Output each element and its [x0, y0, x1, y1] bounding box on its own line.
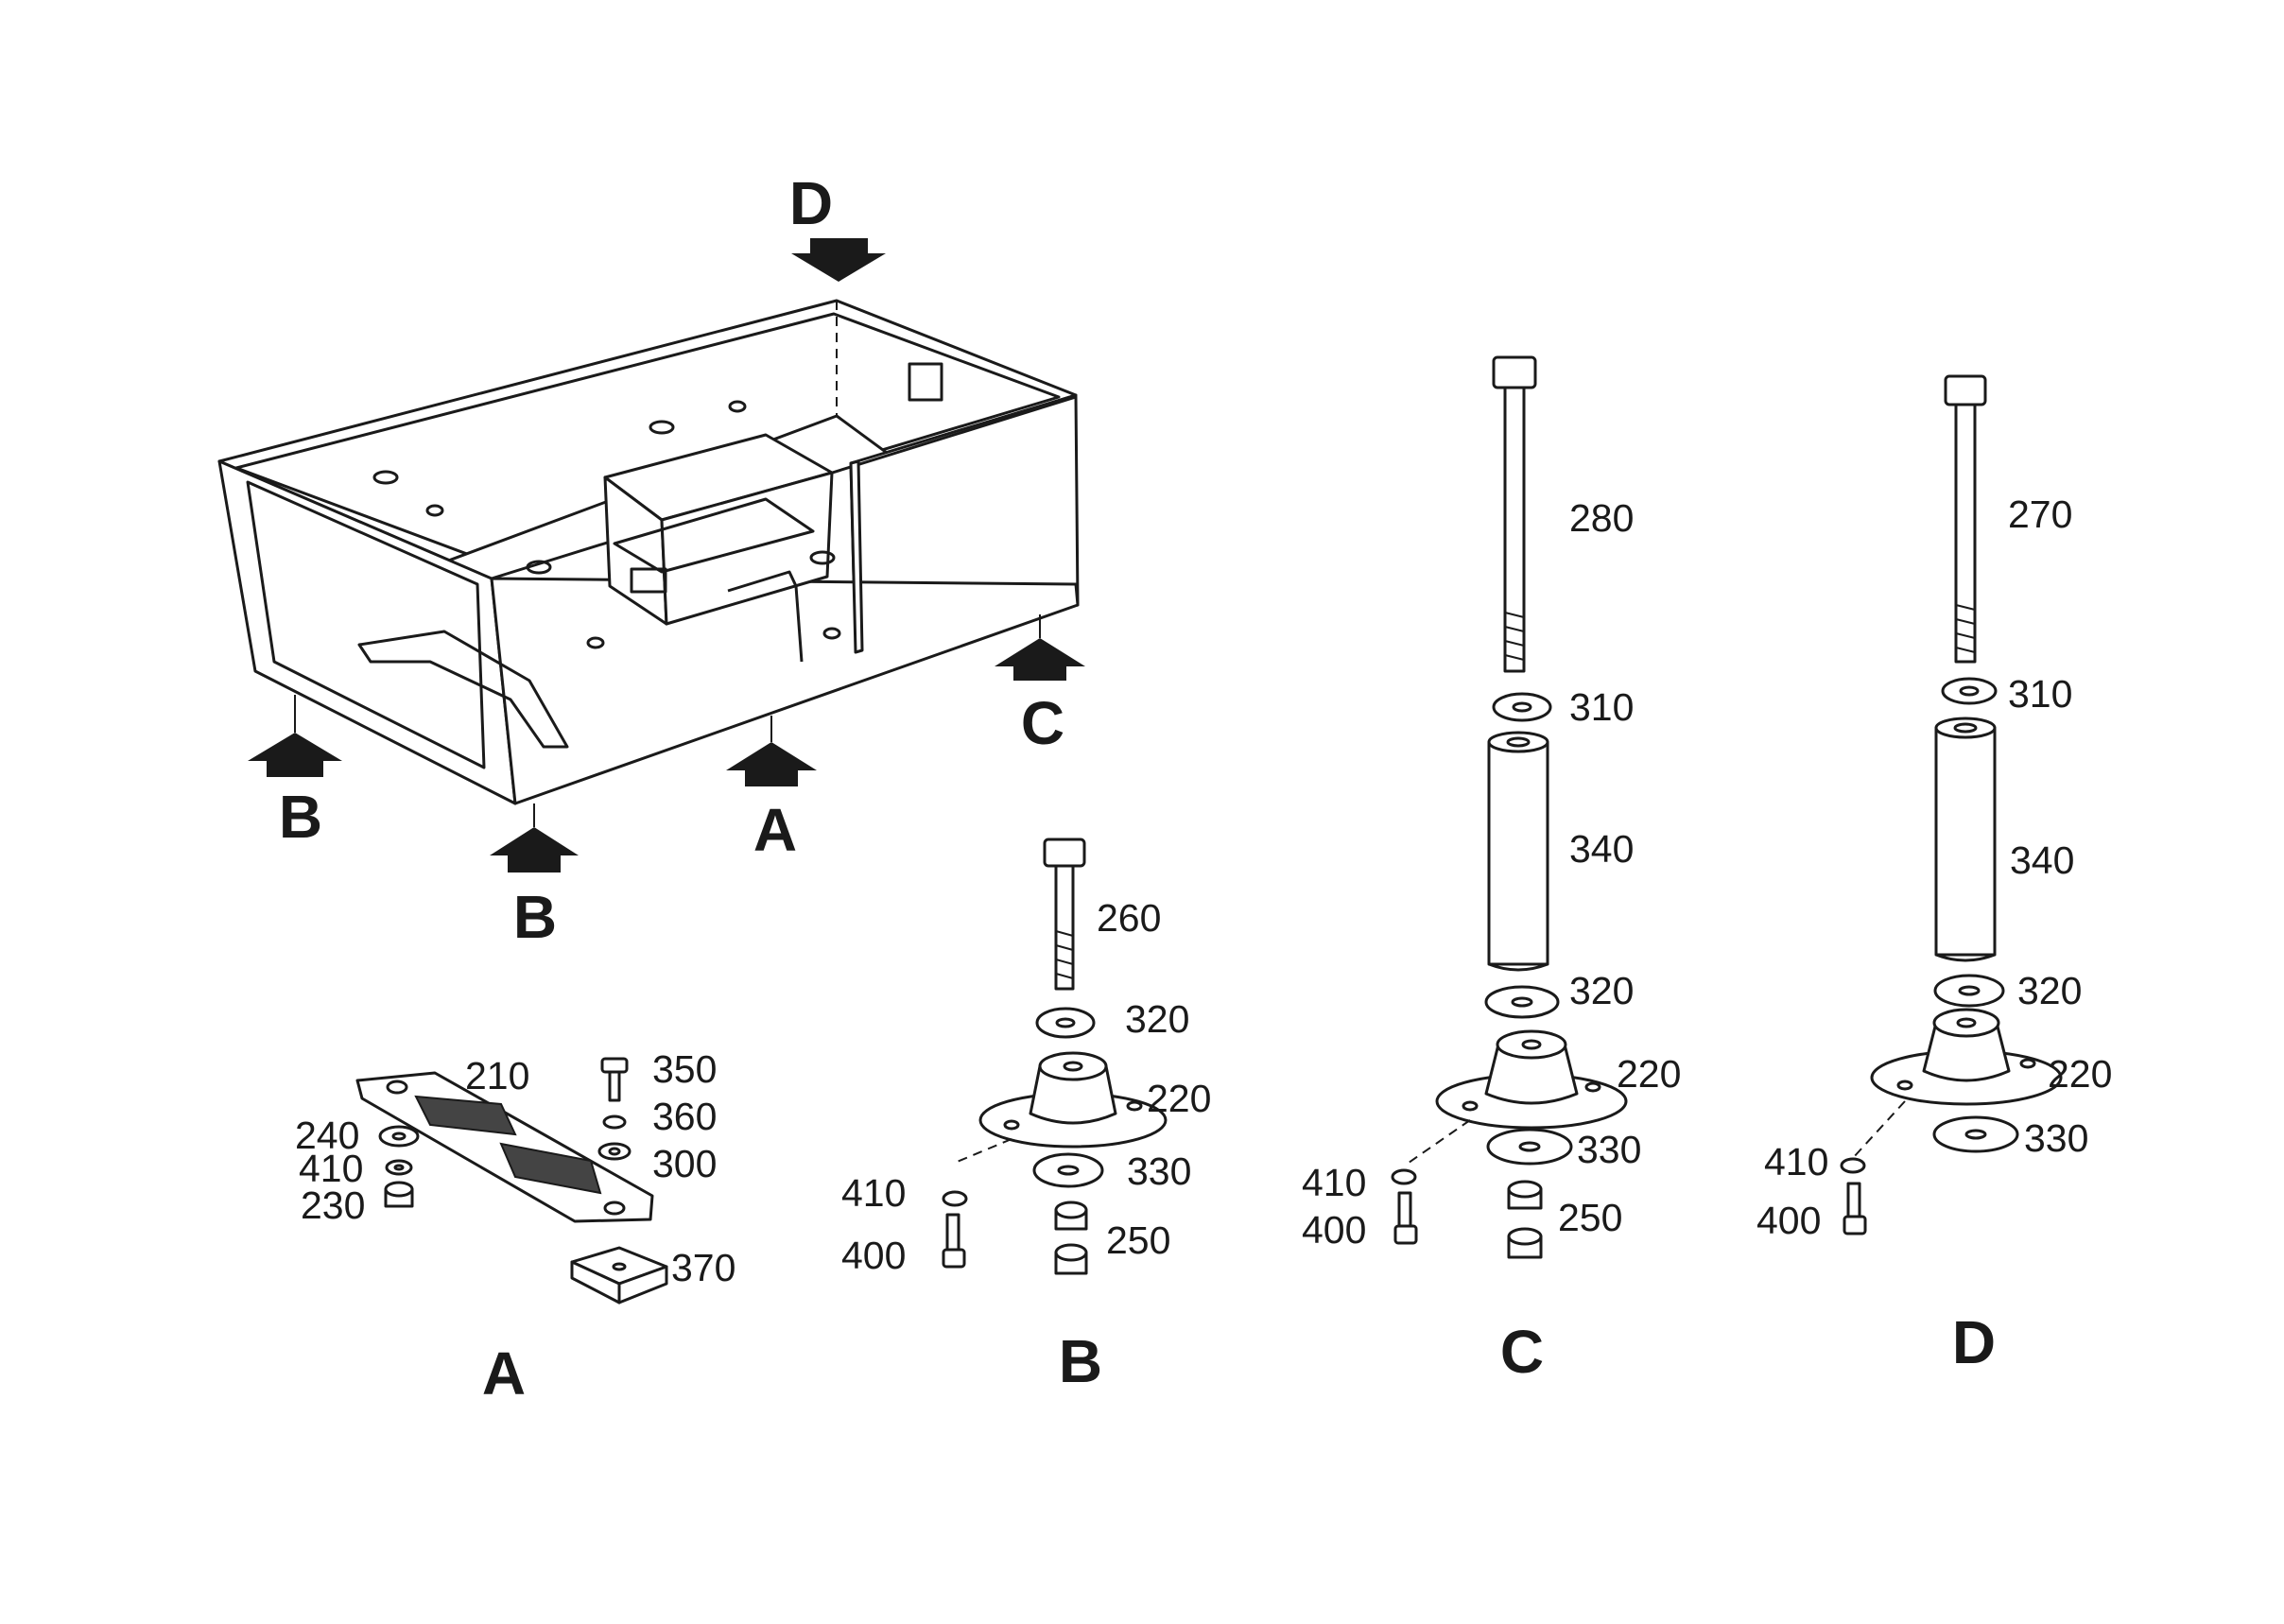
detail-letter-b: B: [1059, 1327, 1102, 1395]
arrow-label-b-center: B: [513, 883, 557, 951]
detail-a: 210 240 410 230 350 360 300 370 A: [295, 1047, 735, 1408]
arrow-b-left: B: [248, 695, 342, 851]
arrow-c: C: [995, 614, 1085, 757]
part-label: 400: [841, 1234, 906, 1277]
arrow-d: D: [789, 169, 886, 282]
detail-letter-d: D: [1952, 1308, 1996, 1376]
part-label: 350: [652, 1047, 717, 1091]
arrow-b-center: B: [490, 803, 579, 951]
detail-d: 270 310 340 320 220 330 410 400 D: [1756, 374, 2112, 1376]
detail-letter-a: A: [482, 1339, 526, 1408]
part-label: 220: [1147, 1077, 1211, 1120]
part-label: 300: [652, 1142, 717, 1185]
part-label: 220: [1617, 1052, 1681, 1096]
arrow-label-c: C: [1021, 689, 1064, 757]
detail-c: 280 310 340 320 220 330 410 400 250 C: [1302, 355, 1681, 1386]
part-label: 240: [295, 1114, 359, 1157]
arrow-label-a: A: [753, 796, 797, 864]
part-label: 410: [1764, 1140, 1828, 1183]
part-label: 330: [1127, 1149, 1191, 1193]
part-label: 280: [1569, 496, 1634, 540]
arrow-label-b-left: B: [279, 783, 322, 851]
part-label: 400: [1302, 1208, 1366, 1252]
arrow-a: A: [726, 716, 817, 864]
part-label: 230: [301, 1183, 365, 1227]
part-label: 330: [2024, 1116, 2088, 1160]
arrow-up-icon: [248, 733, 342, 777]
arrow-up-icon: [995, 638, 1085, 681]
arrow-down-icon: [791, 238, 886, 282]
arrow-up-icon: [726, 742, 817, 786]
arrow-label-d: D: [789, 169, 833, 237]
part-label: 340: [1569, 827, 1634, 871]
part-label: 210: [465, 1054, 529, 1097]
part-label: 400: [1756, 1199, 1821, 1242]
part-label: 340: [2010, 838, 2074, 882]
part-label: 250: [1106, 1218, 1170, 1262]
detail-b: 260 320 220 330 410 400 250 B: [841, 838, 1211, 1395]
part-label: 270: [2008, 492, 2072, 536]
part-label: 310: [1569, 685, 1634, 729]
part-label: 220: [2048, 1052, 2112, 1096]
part-label: 410: [1302, 1161, 1366, 1204]
part-label: 320: [1125, 997, 1189, 1041]
part-label: 330: [1577, 1128, 1641, 1171]
part-label: 320: [2017, 969, 2082, 1012]
part-label: 250: [1558, 1196, 1622, 1239]
detail-letter-c: C: [1500, 1318, 1544, 1386]
part-label: 410: [299, 1147, 363, 1190]
part-label: 320: [1569, 969, 1634, 1012]
part-label: 360: [652, 1095, 717, 1138]
part-label: 260: [1097, 896, 1161, 940]
part-label: 310: [2008, 672, 2072, 716]
cabinet-frame: [217, 299, 1080, 805]
arrow-up-icon: [490, 827, 579, 872]
part-label: 410: [841, 1171, 906, 1215]
part-label: 370: [671, 1246, 735, 1289]
